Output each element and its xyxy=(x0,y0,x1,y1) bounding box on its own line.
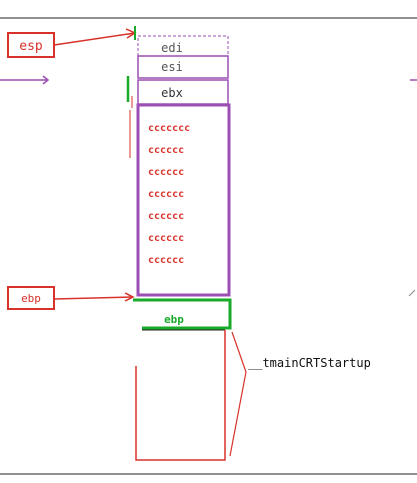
fill-row: cccccc xyxy=(148,233,184,244)
esi-label: esi xyxy=(161,60,183,74)
fill-row: cccccc xyxy=(148,255,184,266)
ebx-label: ebx xyxy=(161,86,183,100)
left-purple-mark-arrowhead xyxy=(42,75,50,85)
ebp-pointer-label: ebp xyxy=(21,292,41,305)
ebp-slot xyxy=(133,298,232,330)
fill-row: cccccc xyxy=(148,189,184,200)
locals-region xyxy=(136,103,231,297)
ebp-arrowhead xyxy=(124,292,135,302)
ebp-slot-label: ebp xyxy=(164,313,184,326)
caller-bracket-top xyxy=(231,331,247,373)
fill-row: cccccc xyxy=(148,145,184,156)
ebp-arrow xyxy=(53,296,134,300)
esp-label: esp xyxy=(19,39,43,54)
esi-slot xyxy=(137,55,229,79)
caller-frame xyxy=(135,330,226,461)
fill-row: cccccc xyxy=(148,167,184,178)
fill-row: ccccccc xyxy=(148,123,190,134)
edi-label: edi xyxy=(161,41,183,55)
esp-arrow xyxy=(53,32,136,46)
fill-row: cccccc xyxy=(148,211,184,222)
caller-label: __tmainCRTStartup xyxy=(248,356,371,370)
ebp-label-box xyxy=(7,286,55,310)
fill-rows: ccccccc cccccc cccccc cccccc cccccc cccc… xyxy=(148,123,190,266)
right-gray-tick xyxy=(408,289,416,297)
caller-bracket-bottom xyxy=(229,371,247,457)
edi-slot xyxy=(137,35,229,57)
ebx-slot xyxy=(137,79,229,105)
